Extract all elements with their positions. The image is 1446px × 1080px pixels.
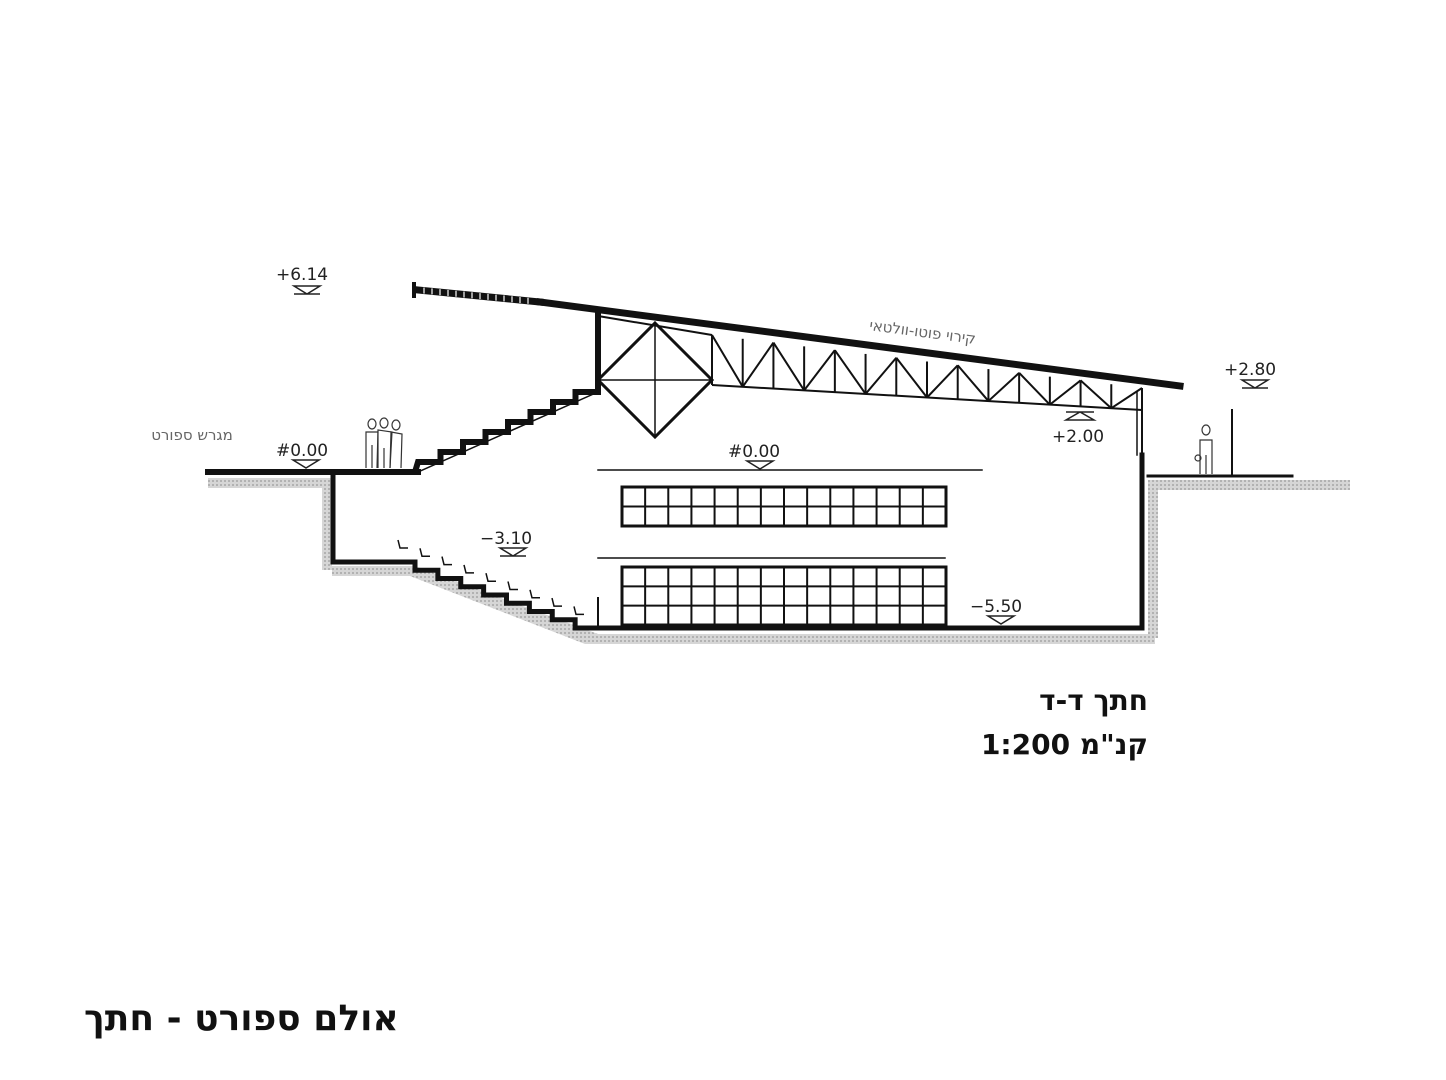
truss-diagonal	[1049, 379, 1082, 406]
stand-steps	[412, 389, 598, 473]
truss-diagonal	[711, 334, 744, 388]
scale-label: קנ"מ 1:200	[980, 728, 1148, 761]
truss-diagonal	[956, 364, 990, 402]
truss-diagonal	[1018, 372, 1051, 406]
upper-stands	[412, 389, 598, 473]
roof-truss	[597, 315, 1143, 411]
seat-icon	[551, 597, 562, 607]
truss-diagonal	[926, 364, 959, 399]
seat-icon	[485, 573, 496, 582]
human-figures	[365, 417, 1213, 474]
truss-diagonal	[772, 342, 805, 391]
truss-top-chord	[597, 315, 713, 336]
truss-diagonal	[803, 349, 836, 391]
seat-icon	[397, 539, 408, 549]
soil-hatching	[208, 478, 1350, 644]
seat-icon	[507, 581, 518, 591]
truss-diagonal	[895, 357, 928, 399]
truss-diagonal	[1110, 387, 1143, 410]
level-hall-mid: #0.00	[728, 442, 780, 462]
level-ground-left: #0.00	[276, 441, 328, 461]
seat-icon	[573, 606, 584, 616]
lower-seating-steps	[397, 539, 598, 631]
sheet-title: אולם ספורט - חתך	[84, 998, 399, 1039]
level-seating: −3.10	[480, 529, 532, 549]
roof-edge-hatch	[423, 287, 529, 304]
hall-floor	[595, 452, 1145, 631]
truss-diagonal	[864, 357, 898, 395]
truss-diagonal	[1079, 379, 1112, 409]
level-floor: −5.50	[970, 597, 1022, 617]
upper-window	[620, 485, 948, 528]
seat-icon	[463, 564, 474, 574]
seating-steps	[412, 562, 598, 631]
seat-icon	[419, 548, 430, 558]
seat-icon	[529, 589, 540, 599]
level-markers	[290, 285, 1271, 625]
structure	[205, 282, 1294, 631]
group-figures-icon	[365, 417, 403, 469]
roof-label: קירוי פוטו-וולטאי	[868, 316, 977, 348]
section-name: חתך ד-ד	[1039, 684, 1148, 717]
truss-diagonal	[741, 342, 775, 388]
retaining-wall-left	[330, 469, 418, 565]
lower-window	[620, 565, 948, 627]
field-label: מגרש ספורט	[151, 426, 233, 444]
level-truss-bottom: +2.00	[1052, 427, 1104, 447]
seat-icon	[441, 556, 452, 566]
level-roof-top: +6.14	[276, 265, 328, 285]
level-ground-right: +2.80	[1224, 360, 1276, 380]
roof	[536, 298, 1184, 390]
truss-diagonal	[987, 372, 1020, 402]
truss-diagonal	[834, 349, 867, 395]
single-figure-icon	[1194, 424, 1213, 474]
